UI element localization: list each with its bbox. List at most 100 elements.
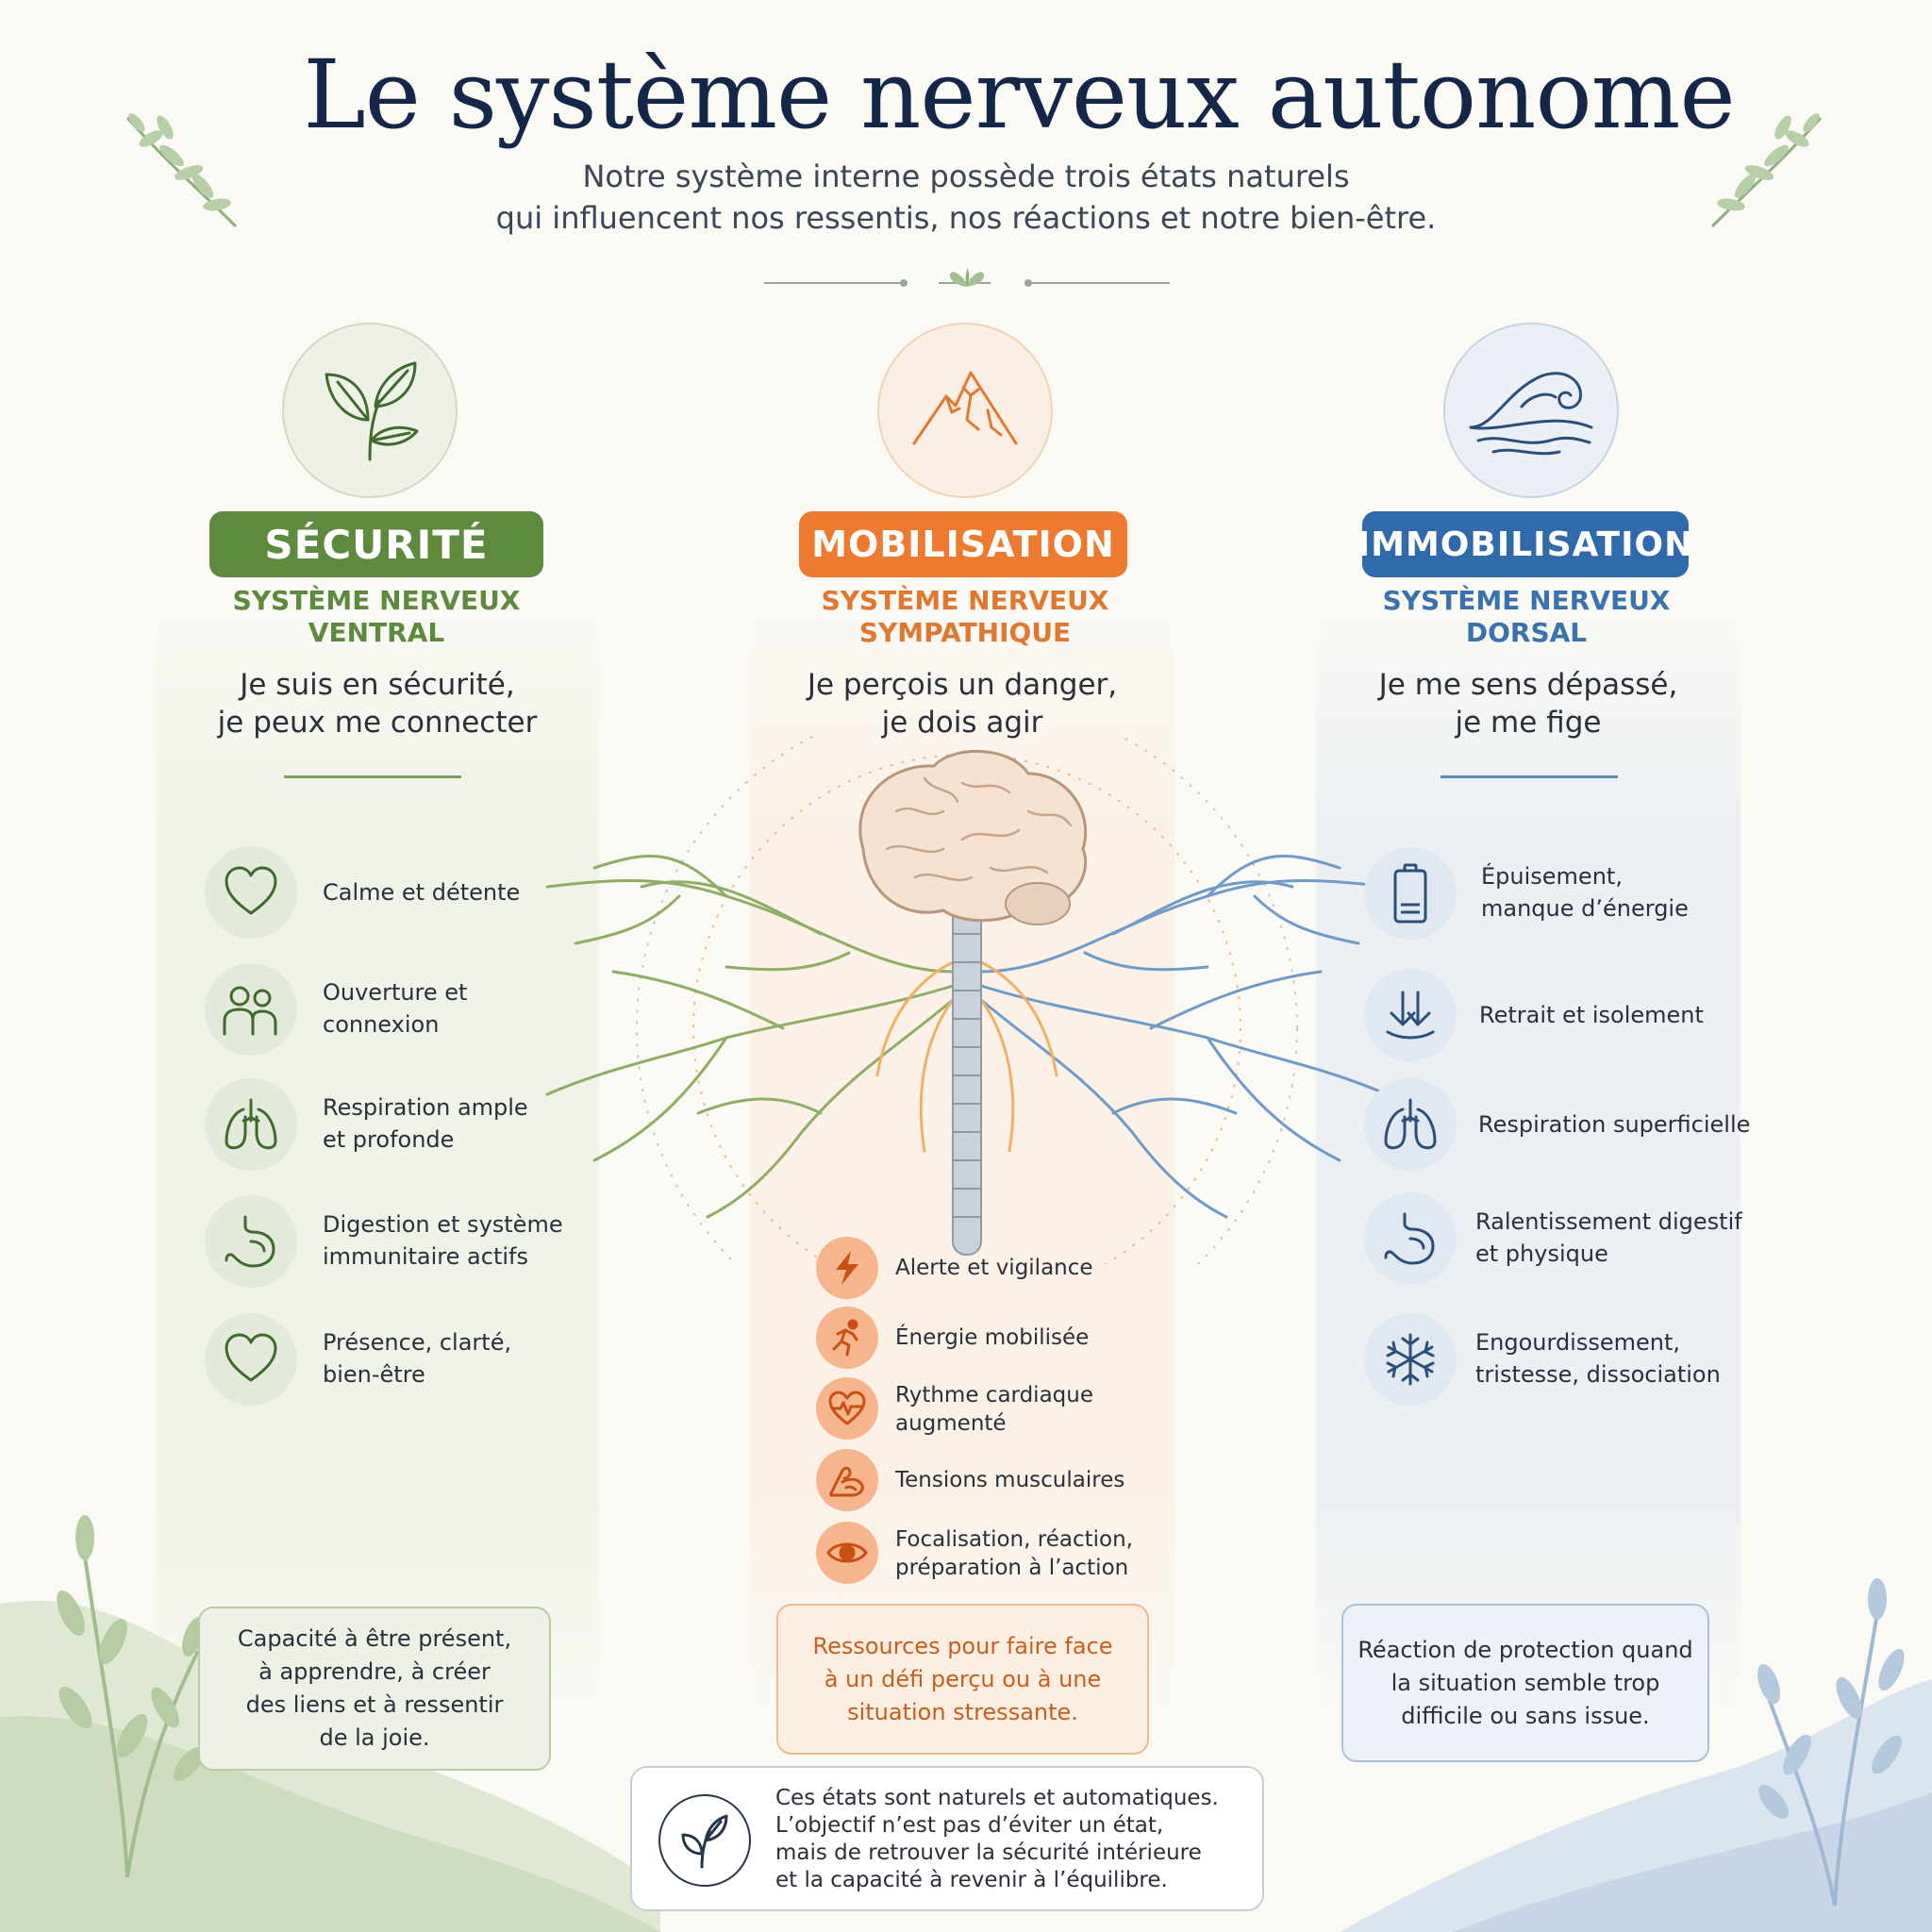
- system-name-line: SYMPATHIQUE: [858, 617, 1072, 648]
- description-line: situation stressante.: [847, 1698, 1078, 1725]
- item-text: Retrait et isolement: [1479, 999, 1753, 1031]
- item-text-line: Respiration ample: [323, 1094, 528, 1121]
- item-text: Épuisement, manque d’énergie: [1481, 860, 1755, 924]
- footer-line: et la capacité à revenir à l’équilibre.: [775, 1868, 1168, 1892]
- item-text-line: Engourdissement,: [1475, 1329, 1681, 1356]
- item-text-line: et profonde: [323, 1126, 455, 1153]
- list-item: Présence, clarté, bien-être: [205, 1313, 582, 1406]
- item-text-line: manque d’énergie: [1481, 895, 1689, 922]
- mountain-icon: [912, 371, 1018, 445]
- description-box-dorsal: Réaction de protection quand la situatio…: [1341, 1604, 1709, 1762]
- lightning-icon: [836, 1251, 858, 1285]
- item-text: Alerte et vigilance: [895, 1254, 1159, 1282]
- divider-line: [284, 775, 461, 778]
- eye-icon: [826, 1542, 868, 1563]
- list-item: Rythme cardiaque augmenté: [816, 1377, 1156, 1440]
- item-text: Tensions musculaires: [895, 1466, 1159, 1494]
- item-text-line: Ralentissement digestif: [1475, 1208, 1742, 1235]
- list-item: Respiration superficielle: [1364, 1078, 1750, 1171]
- state-icon-circle: [877, 323, 1053, 498]
- lungs-icon: [1384, 1098, 1437, 1150]
- list-item: Épuisement, manque d’énergie: [1364, 847, 1741, 940]
- state-quote-line: Je me sens dépassé,: [1378, 668, 1678, 702]
- item-text-line: Épuisement,: [1481, 863, 1623, 890]
- description-line: Ressources pour faire face: [812, 1632, 1113, 1659]
- item-icon-circle: [816, 1377, 878, 1440]
- plant-decoration-icon: [57, 1515, 206, 1877]
- system-name: SYSTÈME NERVEUX SYMPATHIQUE: [767, 585, 1163, 649]
- item-icon-circle: [205, 846, 297, 939]
- running-icon: [832, 1319, 858, 1357]
- description-box-sympathique: Ressources pour faire face à un défi per…: [776, 1604, 1149, 1755]
- footer-line: Ces états sont naturels et automatiques.: [775, 1786, 1219, 1810]
- description-line: à un défi perçu ou à une: [824, 1665, 1102, 1692]
- state-label-securite: SÉCURITÉ: [209, 511, 543, 577]
- item-icon-circle: [816, 1237, 878, 1299]
- footer-note: Ces états sont naturels et automatiques.…: [630, 1766, 1264, 1911]
- list-item: Énergie mobilisée: [816, 1307, 1156, 1369]
- item-text: Énergie mobilisée: [895, 1324, 1159, 1352]
- item-text-line: Retrait et isolement: [1479, 1002, 1704, 1028]
- description-box-ventral: Capacité à être présent, à apprendre, à …: [198, 1607, 551, 1771]
- heart-icon: [225, 866, 277, 915]
- plant-decoration-icon: [1757, 1578, 1905, 1906]
- subtitle-line: Notre système interne possède trois état…: [582, 158, 1350, 194]
- system-name-line: SYSTÈME NERVEUX: [821, 585, 1109, 616]
- item-icon-circle: [816, 1522, 878, 1584]
- state-quote: Je perçois un danger, je dois agir: [745, 666, 1179, 741]
- item-text-line: Digestion et système: [323, 1211, 563, 1238]
- divider-line: [1441, 775, 1618, 778]
- description-line: des liens et à ressentir: [245, 1691, 504, 1718]
- item-icon-circle: [205, 1313, 297, 1406]
- list-item: Digestion et système immunitaire actifs: [205, 1195, 582, 1288]
- stomach-icon: [1384, 1212, 1435, 1265]
- item-icon-circle: [816, 1307, 878, 1369]
- item-text: Ralentissement digestif et physique: [1475, 1206, 1758, 1270]
- state-label-mobilisation: MOBILISATION: [799, 511, 1127, 577]
- stomach-icon: [225, 1215, 275, 1268]
- item-icon-circle: [205, 1078, 297, 1171]
- footer-icon-circle: [658, 1794, 751, 1887]
- description-line: la situation semble trop: [1391, 1669, 1660, 1696]
- item-text: Digestion et système immunitaire actifs: [323, 1208, 596, 1273]
- item-text-line: immunitaire actifs: [323, 1243, 528, 1270]
- description-line: Réaction de protection quand: [1357, 1636, 1693, 1663]
- item-text-line: Focalisation, réaction,: [895, 1527, 1133, 1552]
- item-text-line: tristesse, dissociation: [1475, 1361, 1721, 1388]
- system-name-line: DORSAL: [1465, 617, 1588, 648]
- item-text-line: Tensions musculaires: [895, 1468, 1125, 1492]
- item-text: Engourdissement, tristesse, dissociation: [1475, 1326, 1758, 1391]
- page-title: Le système nerveux autonome: [303, 40, 1735, 150]
- brain-spine-icon: [545, 736, 1389, 1264]
- list-item: Respiration ample et profonde: [205, 1078, 582, 1171]
- description-line: de la joie.: [319, 1724, 430, 1751]
- item-text-line: Alerte et vigilance: [895, 1256, 1093, 1280]
- item-text: Focalisation, réaction, préparation à l’…: [895, 1525, 1159, 1582]
- system-name: SYSTÈME NERVEUX DORSAL: [1328, 585, 1724, 649]
- item-text: Respiration superficielle: [1478, 1108, 1761, 1141]
- leaf-sprig-icon: [1710, 113, 1823, 228]
- state-icon-circle: [1443, 323, 1619, 498]
- list-item: Engourdissement, tristesse, dissociation: [1364, 1313, 1741, 1406]
- arrows-down-icon: [1386, 991, 1435, 1040]
- state-quote-line: je me fige: [1455, 706, 1602, 740]
- system-name-line: SYSTÈME NERVEUX: [1382, 585, 1671, 616]
- item-icon-circle: [1364, 847, 1457, 940]
- list-item: Calme et détente: [205, 846, 582, 939]
- item-text: Respiration ample et profonde: [323, 1091, 596, 1156]
- item-text: Calme et détente: [323, 876, 596, 908]
- description-text: Capacité à être présent, à apprendre, à …: [238, 1623, 511, 1755]
- muscle-icon: [829, 1466, 864, 1497]
- list-item: Alerte et vigilance: [816, 1237, 1156, 1299]
- footer-line: L’objectif n’est pas d’éviter un état,: [775, 1813, 1164, 1838]
- item-icon-circle: [1364, 1313, 1457, 1406]
- system-name: SYSTÈME NERVEUX VENTRAL: [178, 585, 575, 649]
- system-name-line: VENTRAL: [308, 617, 445, 648]
- snowflake-icon: [1386, 1333, 1435, 1386]
- battery-low-icon: [1393, 863, 1427, 924]
- leaves-icon: [325, 361, 419, 461]
- subtitle-line: qui influencent nos ressentis, nos réact…: [495, 200, 1437, 236]
- item-text-line: Ouverture et: [323, 979, 468, 1006]
- sprout-icon: [681, 1814, 728, 1869]
- state-quote: Je me sens dépassé, je me fige: [1311, 666, 1745, 741]
